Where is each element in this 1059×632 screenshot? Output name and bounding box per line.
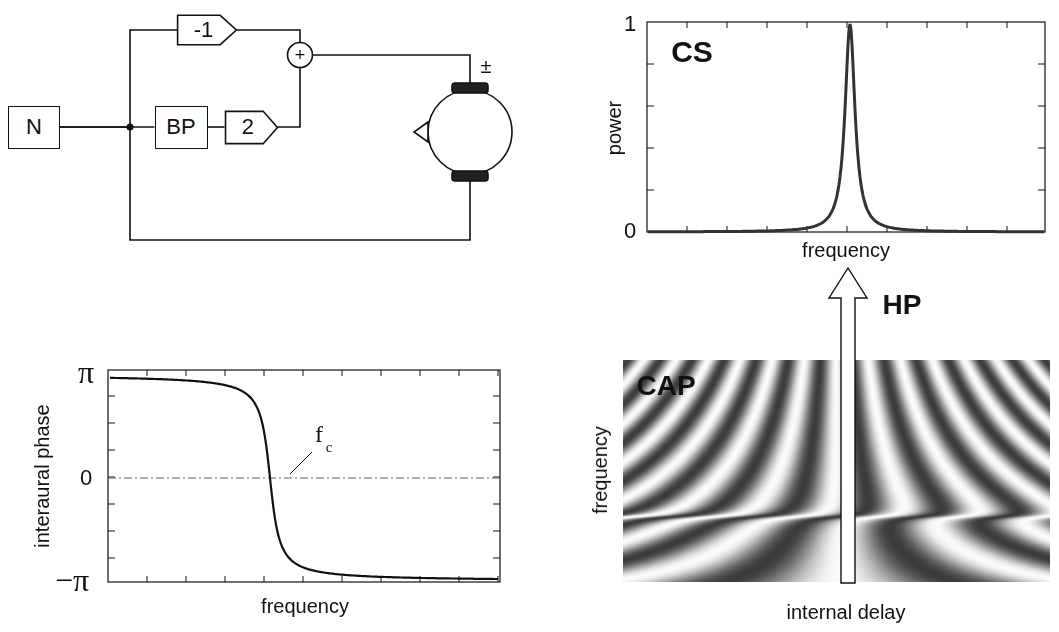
- axis-title: internal delay: [787, 602, 906, 622]
- node-text: 2: [242, 116, 254, 138]
- axis-title: power: [604, 101, 624, 155]
- node-text: N: [26, 116, 42, 138]
- phase-curve: [110, 378, 498, 579]
- listener-head: [414, 83, 512, 181]
- junction-dot: [127, 124, 134, 131]
- polarity-sign: ±: [481, 56, 492, 76]
- node-text: -1: [194, 19, 214, 41]
- panel-title: HP: [883, 291, 922, 319]
- zero-line: [108, 478, 500, 479]
- leader-line: [290, 452, 312, 474]
- axis-tick-label: 0: [624, 220, 636, 242]
- plot-frame: [108, 370, 500, 582]
- gain-amplifier: -1: [177, 15, 237, 45]
- axis-title: frequency: [590, 426, 610, 514]
- axis-tick-label: 0: [80, 467, 92, 489]
- axis-ticks: [108, 370, 500, 582]
- panel-title: CS: [671, 37, 713, 67]
- axis-title: frequency: [261, 596, 349, 616]
- frequency-marker-subscript: c: [326, 440, 333, 455]
- band-pass-filter: BP: [155, 106, 208, 149]
- panel-title: CAP: [636, 372, 695, 400]
- plot-frame: [647, 22, 1045, 232]
- axis-title: frequency: [802, 240, 890, 260]
- hollow-arrow: [829, 268, 867, 583]
- node-text: +: [295, 46, 306, 64]
- spectrum-curve: [648, 24, 1044, 232]
- axis-title: interaural phase: [32, 404, 52, 547]
- axis-tick-label: −π: [55, 564, 89, 596]
- axis-ticks: [647, 22, 1045, 232]
- gain-amplifier: 2: [225, 111, 278, 144]
- wire: [208, 126, 225, 128]
- axis-tick-label: π: [78, 356, 94, 388]
- summing-junction: +: [287, 42, 313, 68]
- noise-source: N: [8, 106, 60, 149]
- node-text: BP: [166, 116, 195, 138]
- frequency-marker: f: [315, 422, 323, 446]
- axis-tick-label: 1: [624, 13, 636, 35]
- wire: [130, 55, 470, 240]
- wire: [278, 68, 301, 127]
- wire: [237, 30, 300, 42]
